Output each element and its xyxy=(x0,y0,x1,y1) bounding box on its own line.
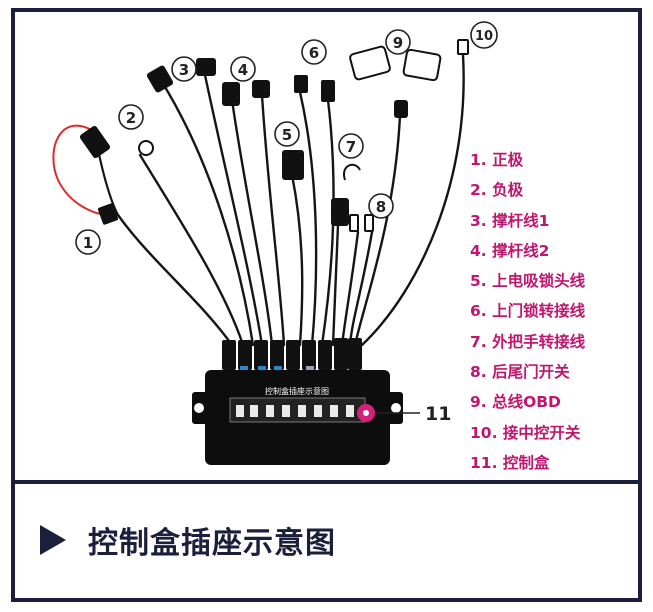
callout-7 xyxy=(338,133,364,159)
plug xyxy=(270,340,284,370)
legend-item-outer-handle: 7. 外把手转接线 xyxy=(470,332,586,351)
callout-11-label: 11 xyxy=(425,403,451,425)
callout-label: 4 xyxy=(238,61,248,79)
mount-hole-right xyxy=(391,403,401,413)
obd-connector-right xyxy=(402,48,442,82)
legend-item-suction-lock: 5. 上电吸锁头线 xyxy=(470,272,586,291)
mount-hole-left xyxy=(194,403,204,413)
handle-wire-loop xyxy=(343,163,361,181)
callout-label: 7 xyxy=(346,138,356,156)
legend-item-negative: 2. 负极 xyxy=(470,181,524,200)
legend-item-positive: 1. 正极 xyxy=(470,151,524,169)
callout-label: 3 xyxy=(179,61,189,79)
positive-fuse-loop xyxy=(52,124,111,216)
plug xyxy=(348,338,362,370)
callout-label: 10 xyxy=(475,29,493,44)
callout-3 xyxy=(171,56,197,82)
port-slot xyxy=(250,405,258,417)
callout-labels: 1 2 3 4 5 6 7 8 9 10 xyxy=(83,29,493,252)
callout-label: 6 xyxy=(309,44,319,62)
fuse-tap-connector xyxy=(79,125,111,159)
plug-color-marks xyxy=(240,366,314,371)
callout-label: 8 xyxy=(376,198,386,216)
plug xyxy=(334,338,348,370)
callout-label: 1 xyxy=(83,234,93,252)
callout-8 xyxy=(368,193,394,219)
port-slot xyxy=(330,405,338,417)
caption-bar: 控制盒插座示意图 xyxy=(40,505,336,575)
legend-item-strut-1: 3. 撑杆线1 xyxy=(470,211,550,230)
switch-terminal xyxy=(457,39,469,55)
legend-item-obd: 9. 总线OBD xyxy=(470,393,561,412)
port-slot xyxy=(266,405,274,417)
plug-row xyxy=(222,338,362,370)
callout-4 xyxy=(230,56,256,82)
callouts xyxy=(75,21,498,255)
blue-mark xyxy=(274,366,282,371)
plug xyxy=(302,340,316,370)
wire-bundle xyxy=(116,53,465,347)
plug xyxy=(238,340,252,370)
callout-2 xyxy=(118,104,144,130)
caption-title: 控制盒插座示意图 xyxy=(88,526,336,561)
legend-item-control-box: 11. 控制盒 xyxy=(470,453,550,472)
blue-mark xyxy=(240,366,248,371)
connector-4b xyxy=(252,80,270,98)
port-slots xyxy=(236,405,354,417)
connector-6b xyxy=(321,80,335,102)
connector-heads xyxy=(79,58,408,226)
blue-mark xyxy=(258,366,266,371)
tailgate-terminal-a xyxy=(349,214,359,232)
port-slot xyxy=(314,405,322,417)
legend-item-central-switch: 10. 接中控开关 xyxy=(470,423,581,442)
ground-ring-terminal xyxy=(138,140,154,156)
fuse-plug xyxy=(97,203,119,225)
callout-label: 2 xyxy=(126,109,136,127)
legend-item-door-lock: 6. 上门锁转接线 xyxy=(470,302,586,321)
port-slot xyxy=(236,405,244,417)
port-slot xyxy=(346,405,354,417)
connector-7-plug xyxy=(331,198,349,226)
connector-6a xyxy=(294,75,308,93)
plug xyxy=(254,340,268,370)
plug xyxy=(222,340,236,370)
grey-mark xyxy=(306,366,314,371)
tailgate-terminal-b xyxy=(364,214,374,232)
callout-10 xyxy=(470,21,498,49)
legend-list: 1. 正极 2. 负极 3. 撑杆线1 4. 撑杆线2 5. 上电吸锁头线 6.… xyxy=(470,145,585,478)
plug xyxy=(286,340,300,370)
plug xyxy=(318,340,332,370)
callout-9 xyxy=(385,29,411,55)
connector-outline-heads xyxy=(138,39,469,232)
legend-item-strut-2: 4. 撑杆线2 xyxy=(470,241,550,260)
play-arrow-icon xyxy=(40,525,66,555)
callout-label: 5 xyxy=(282,126,292,144)
connector-3b xyxy=(196,58,216,76)
port-slot xyxy=(282,405,290,417)
legend-item-tailgate-switch: 8. 后尾门开关 xyxy=(470,363,570,382)
port-slot xyxy=(298,405,306,417)
outer-frame xyxy=(11,8,642,602)
callout-5 xyxy=(274,121,300,147)
control-box-label: 控制盒插座示意图 xyxy=(265,386,329,396)
connector-9-plug xyxy=(394,100,408,118)
callout-6 xyxy=(301,39,327,65)
callout-1 xyxy=(75,229,101,255)
connector-3a xyxy=(146,65,174,93)
connector-4a xyxy=(222,82,240,106)
obd-connector-left xyxy=(349,45,391,81)
callout-label: 9 xyxy=(393,34,403,52)
connector-5 xyxy=(282,150,304,180)
callout-11-dot-center xyxy=(363,410,369,416)
